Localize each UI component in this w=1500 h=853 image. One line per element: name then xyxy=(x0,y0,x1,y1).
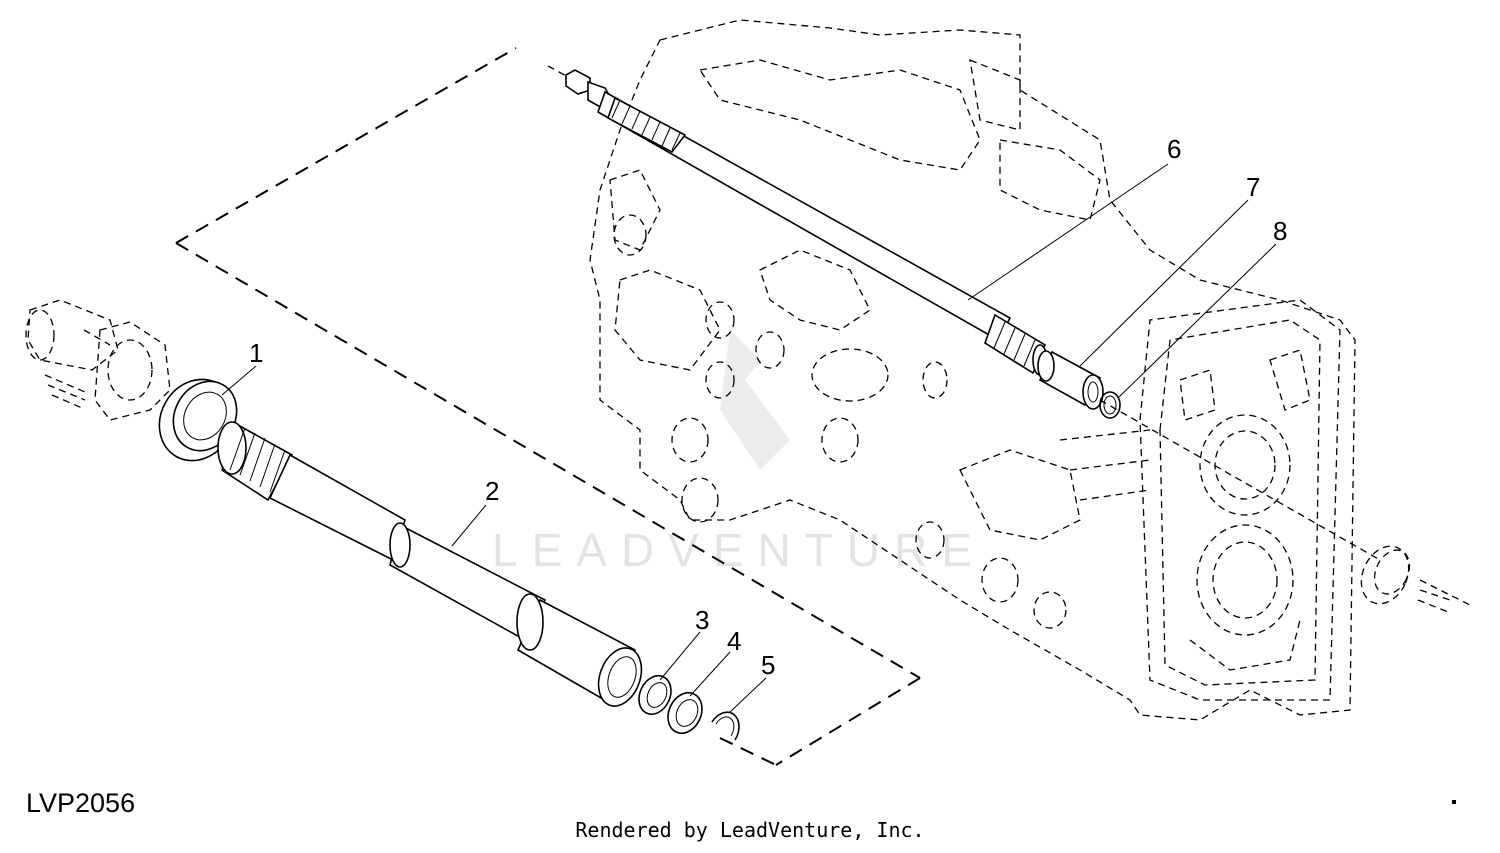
callout-5: 5 xyxy=(761,650,775,680)
watermark: LEADVENTURE xyxy=(492,330,986,576)
callouts: 1 2 3 4 5 6 7 8 xyxy=(221,134,1287,713)
pto-shaft-part-6 xyxy=(565,69,1048,376)
render-credit: Rendered by LeadVenture, Inc. xyxy=(575,818,925,842)
flange-cover xyxy=(25,299,171,421)
corner-dot xyxy=(1452,800,1456,804)
seal xyxy=(1360,545,1451,613)
callout-8: 8 xyxy=(1273,216,1287,246)
shaft-part-2 xyxy=(217,421,643,707)
assembly-leaders xyxy=(83,47,1471,766)
snap-ring-part-8 xyxy=(1099,391,1121,419)
bearing-part-4 xyxy=(667,692,703,734)
callout-3: 3 xyxy=(695,605,709,635)
figure-id: LVP2056 xyxy=(26,788,136,818)
watermark-text: LEADVENTURE xyxy=(492,524,986,576)
callout-7: 7 xyxy=(1246,172,1260,202)
callout-4: 4 xyxy=(727,626,741,656)
bushing-part-7 xyxy=(1037,350,1104,410)
callout-6: 6 xyxy=(1167,134,1181,164)
callout-2: 2 xyxy=(485,476,499,506)
callout-1: 1 xyxy=(249,338,263,368)
transmission-housing xyxy=(589,19,1356,721)
washer-part-3 xyxy=(638,674,672,716)
snap-ring-part-5 xyxy=(711,711,740,741)
